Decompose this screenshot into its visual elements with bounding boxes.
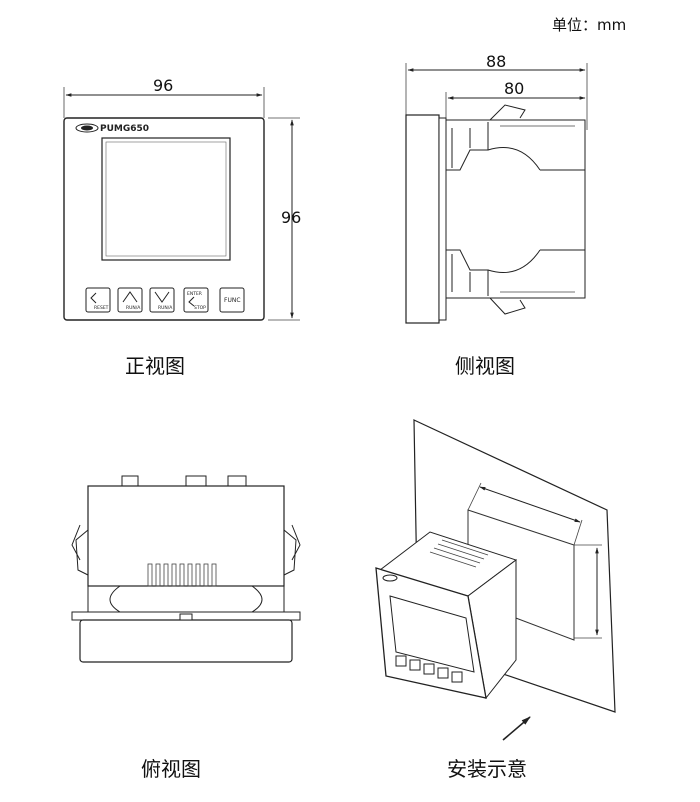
down-button: RUN/A — [149, 287, 175, 313]
install-logo-icon — [382, 574, 398, 582]
func-button: FUNC — [219, 287, 245, 313]
side-body-depth-dimension — [445, 92, 586, 118]
top-view — [71, 475, 301, 663]
front-buttons: RESET RUN/A RUN/A ENTER STOP FUNC — [85, 287, 245, 313]
side-lower-clip — [446, 249, 575, 315]
side-view — [405, 63, 588, 324]
install-view-caption: 安装示意 — [447, 757, 527, 781]
enter-button: ENTER STOP — [183, 287, 209, 313]
front-height-dimension — [268, 117, 300, 321]
side-bezel — [405, 114, 440, 324]
install-buttons — [395, 655, 463, 683]
svg-text:ENTER: ENTER — [187, 291, 202, 297]
svg-text:RESET: RESET — [94, 305, 109, 311]
front-view: PUMG650 RESET RUN/A RUN/A ENTER — [63, 87, 300, 321]
unit-label: 单位：mm — [552, 16, 627, 34]
insert-arrow-icon — [502, 716, 531, 741]
side-body-depth-label: 80 — [504, 79, 525, 98]
model-label: PUMG650 — [100, 124, 149, 134]
side-overall-depth-label: 88 — [486, 52, 507, 71]
front-width-label: 96 — [153, 76, 174, 95]
top-vents — [147, 563, 217, 587]
side-overall-depth-dimension — [405, 63, 588, 130]
side-view-caption: 侧视图 — [455, 354, 515, 378]
install-device-vents — [429, 539, 489, 568]
svg-text:RUN/A: RUN/A — [158, 305, 173, 311]
reset-button: RESET — [85, 287, 111, 313]
cutout-width-dimension — [467, 482, 583, 546]
svg-text:STOP: STOP — [194, 305, 206, 311]
side-upper-clip — [446, 104, 575, 171]
front-width-dimension — [63, 87, 265, 118]
up-button: RUN/A — [117, 287, 143, 313]
svg-text:RUN/A: RUN/A — [126, 305, 141, 311]
top-body — [87, 485, 285, 587]
brand-logo-icon — [75, 123, 99, 133]
top-view-caption: 俯视图 — [141, 757, 201, 781]
front-view-caption: 正视图 — [125, 354, 185, 378]
cutout-height-dimension — [574, 544, 602, 639]
install-view — [375, 419, 616, 741]
svg-text:FUNC: FUNC — [224, 297, 241, 304]
install-display — [389, 595, 475, 673]
display-window — [101, 137, 231, 261]
